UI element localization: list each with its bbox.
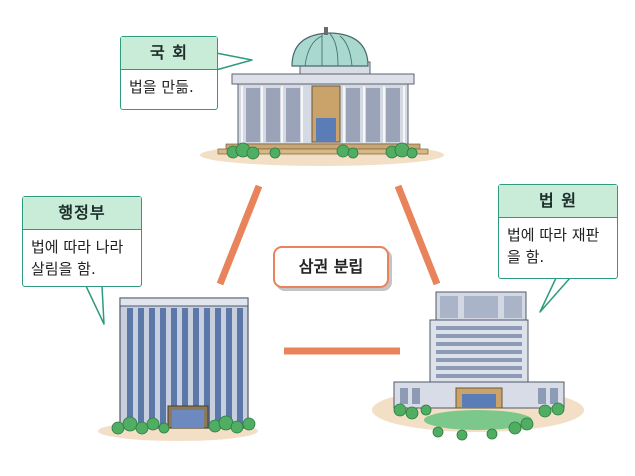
connector-assembly-court [394,184,441,286]
court-card-body: 법에 따라 재판 을 함. [499,218,617,274]
court-card-title: 법 원 [499,185,617,218]
court-card: 법 원 법에 따라 재판 을 함. [498,184,618,279]
executive-card: 행정부 법에 따라 나라 살림을 함. [22,196,142,287]
executive-building [98,297,258,441]
national-assembly-building [200,27,444,166]
executive-card-title: 행정부 [23,197,141,230]
executive-card-line1: 법에 따라 나라 [31,238,124,256]
connector-lines [216,184,441,355]
executive-callout-pointer [85,285,105,325]
assembly-callout-pointer [215,52,253,71]
court-card-line1: 법에 따라 재판 [507,226,600,244]
center-label: 삼권 분립 [273,246,389,288]
assembly-card-text: 법을 만듦. [129,78,194,96]
court-callout-pointer [539,277,571,313]
executive-card-body: 법에 따라 나라 살림을 함. [23,230,141,286]
executive-card-line2: 살림을 함. [31,260,96,278]
assembly-card: 국 회 법을 만듦. [120,36,218,110]
assembly-card-title: 국 회 [121,37,217,70]
court-building [372,291,584,441]
connector-assembly-executive [216,184,263,286]
court-card-line2: 을 함. [507,248,545,266]
